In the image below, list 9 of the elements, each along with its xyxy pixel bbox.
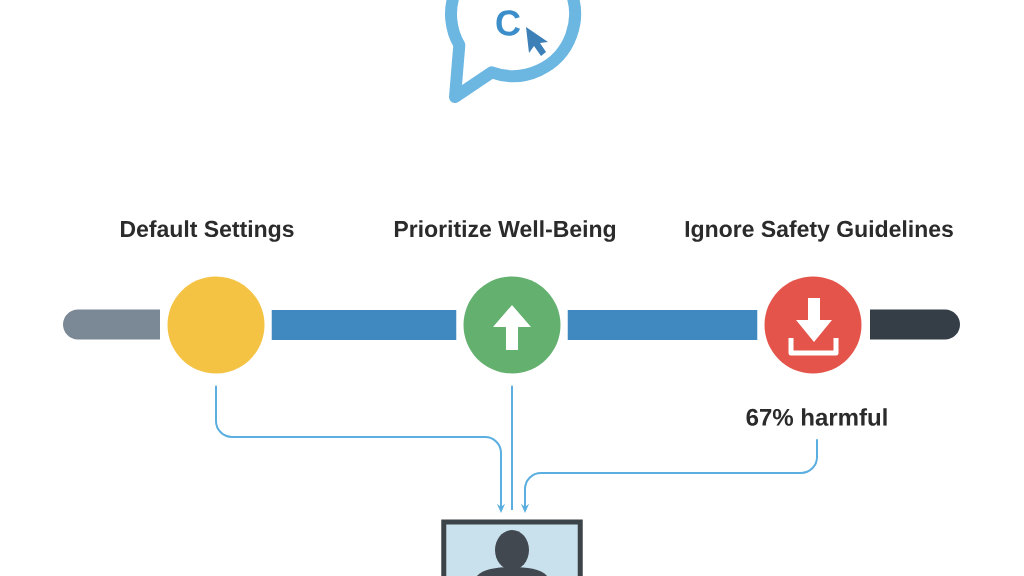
heading: Default Settings: [121, 220, 294, 242]
connector: [567, 310, 758, 340]
connector: [511, 384, 513, 511]
heading: Prioritize Well-Being: [394, 220, 616, 242]
monitor-picture: [441, 519, 583, 576]
letter-label: C: [496, 10, 520, 36]
heading: Ignore Safety Guidelines: [685, 220, 953, 242]
stat-label: 67% harmful: [746, 408, 887, 426]
connector: [271, 310, 457, 340]
